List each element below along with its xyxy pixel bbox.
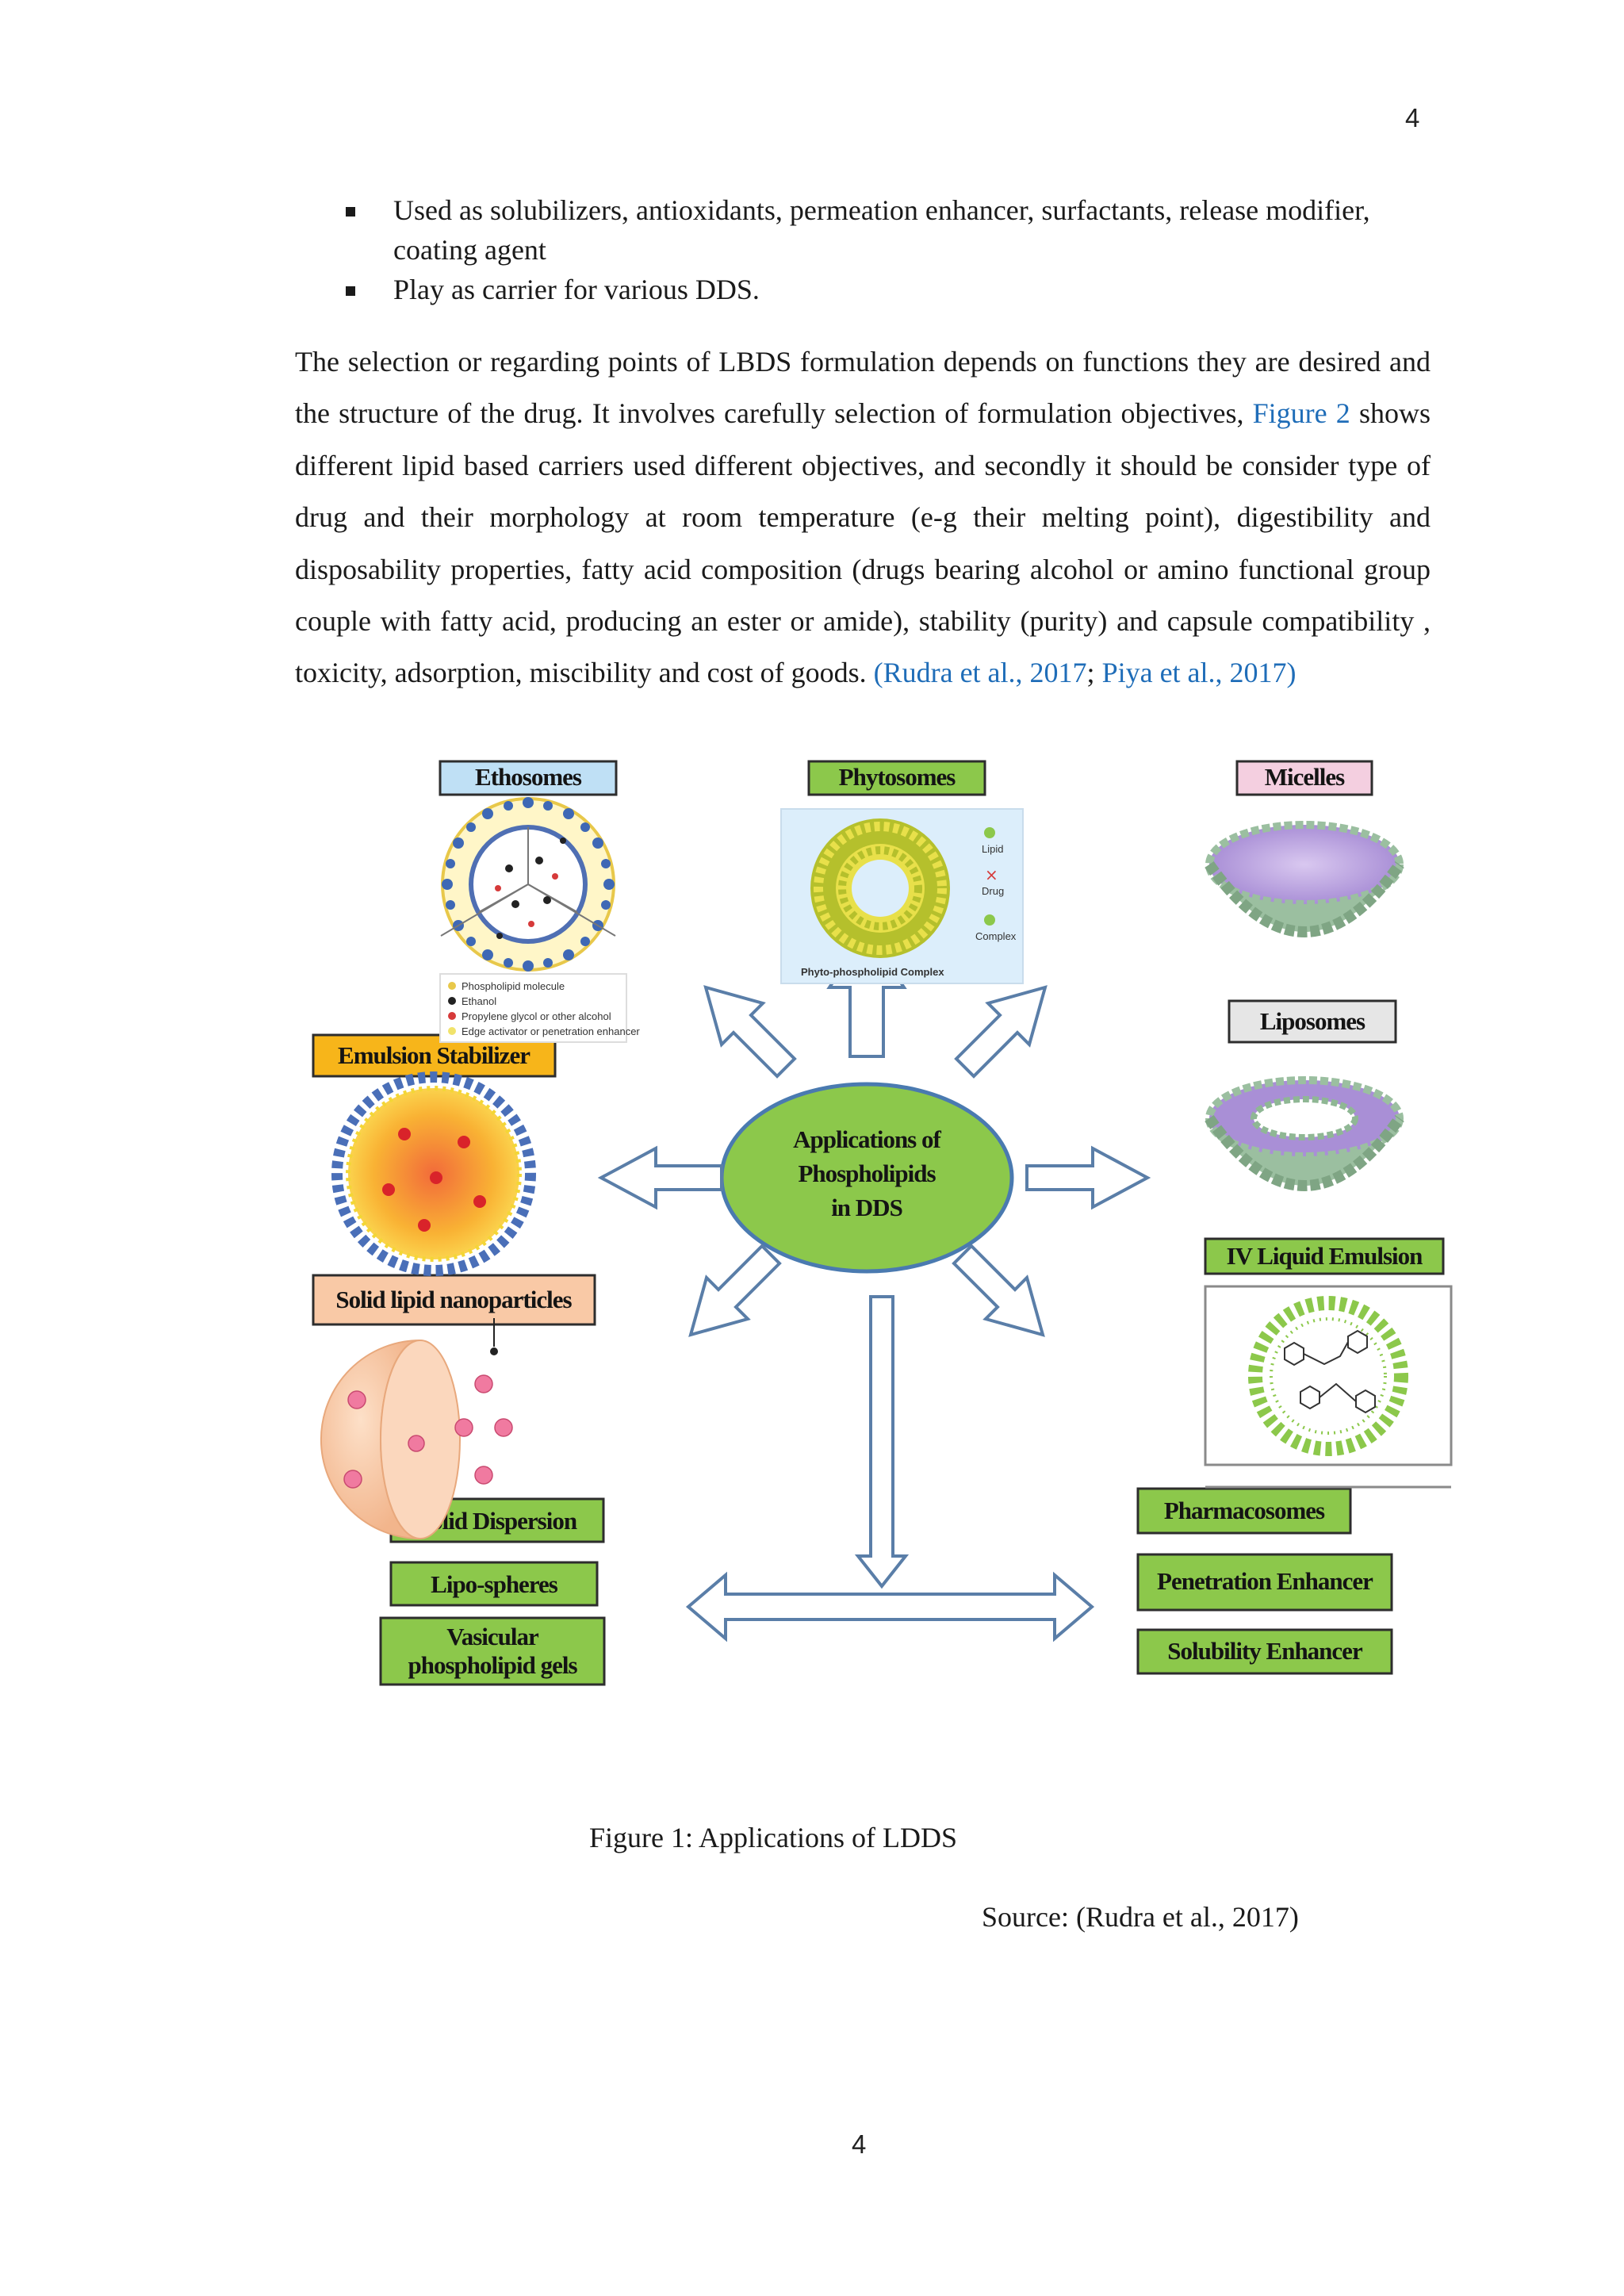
phytosome-illustration: Lipid × Drug Complex Phyto-phospholipid … xyxy=(780,808,1024,984)
svg-text:Solid lipid nanoparticles: Solid lipid nanoparticles xyxy=(335,1286,572,1313)
bullet-item: Play as carrier for various DDS. xyxy=(295,270,1431,309)
svg-text:Pharmacosomes: Pharmacosomes xyxy=(1164,1497,1325,1524)
label-solubility-enhancer: Solubility Enhancer xyxy=(1136,1628,1393,1675)
center-ellipse: Applications of Phospholipids in DDS xyxy=(719,1082,1014,1274)
bullet-list: Used as solubilizers, antioxidants, perm… xyxy=(295,190,1431,309)
label-phytosomes: Phytosomes xyxy=(807,760,986,796)
bullet-item: Used as solubilizers, antioxidants, perm… xyxy=(295,190,1431,270)
paragraph-text: The selection or regarding points of LBD… xyxy=(295,346,1431,430)
svg-text:Solubility Enhancer: Solubility Enhancer xyxy=(1167,1637,1363,1665)
citation-link[interactable]: (Rudra et al., 2017 xyxy=(873,657,1087,689)
label-lipo-spheres: Lipo-spheres xyxy=(389,1561,599,1607)
svg-text:Lipo-spheres: Lipo-spheres xyxy=(431,1570,558,1598)
micelle-illustration xyxy=(1205,821,1404,937)
label-iv-liquid-emulsion: IV Liquid Emulsion xyxy=(1204,1237,1445,1275)
arrow-down-left xyxy=(688,1244,782,1337)
citation-separator: ; xyxy=(1086,657,1102,689)
svg-text:Liposomes: Liposomes xyxy=(1260,1007,1365,1035)
page-number-top: 4 xyxy=(1405,103,1420,132)
label-penetration-enhancer: Penetration Enhancer xyxy=(1136,1553,1393,1612)
page-number-bottom: 4 xyxy=(852,2129,867,2159)
svg-text:Penetration Enhancer: Penetration Enhancer xyxy=(1157,1567,1373,1595)
svg-text:Applications of: Applications of xyxy=(793,1125,941,1153)
svg-text:Phospholipid molecule: Phospholipid molecule xyxy=(462,980,565,992)
svg-text:Ethanol: Ethanol xyxy=(462,995,496,1007)
square-bullet-icon xyxy=(346,286,355,296)
svg-text:Phyto-phospholipid Complex: Phyto-phospholipid Complex xyxy=(801,966,944,978)
solid-lipid-nanoparticle-illustration xyxy=(320,1318,513,1539)
label-pharmacosomes: Pharmacosomes xyxy=(1136,1487,1352,1535)
square-bullet-icon xyxy=(346,207,355,217)
citation-link[interactable]: Piya et al., 2017) xyxy=(1101,657,1297,689)
svg-text:Ethosomes: Ethosomes xyxy=(475,763,582,791)
arrow-left xyxy=(597,1145,723,1210)
svg-text:Phospholipids: Phospholipids xyxy=(798,1159,936,1187)
arrow-double-horizontal xyxy=(685,1571,1095,1642)
svg-text:Phytosomes: Phytosomes xyxy=(839,763,956,791)
svg-text:Micelles: Micelles xyxy=(1265,763,1345,791)
arrow-down xyxy=(854,1295,910,1589)
bullet-text: Play as carrier for various DDS. xyxy=(393,274,760,305)
emulsion-illustration xyxy=(331,1071,536,1276)
label-ethosomes: Ethosomes xyxy=(439,760,618,796)
arrow-down-right xyxy=(952,1244,1045,1337)
svg-text:Propylene glycol or other alco: Propylene glycol or other alcohol xyxy=(462,1010,611,1022)
figure-link[interactable]: Figure 2 xyxy=(1252,397,1350,430)
label-emulsion-stabilizer: Emulsion Stabilizer xyxy=(312,1033,557,1078)
arrow-up-right xyxy=(954,985,1048,1079)
ethosome-illustration: Phospholipid molecule Ethanol Propylene … xyxy=(439,797,640,1043)
arrow-up-left xyxy=(703,985,797,1079)
svg-text:phospholipid gels: phospholipid gels xyxy=(408,1651,577,1679)
iv-emulsion-illustration xyxy=(1204,1285,1453,1489)
svg-text:Vasicular: Vasicular xyxy=(446,1623,539,1650)
svg-text:in DDS: in DDS xyxy=(831,1194,902,1221)
svg-text:×: × xyxy=(985,865,998,884)
label-solid-lipid-nanoparticles: Solid lipid nanoparticles xyxy=(312,1274,596,1326)
label-vasicular-phospholipid-gels: Vasicular phospholipid gels xyxy=(379,1616,606,1686)
figure-applications-diagram: Ethosomes Phytosomes Micelles Liposomes … xyxy=(301,746,1467,1745)
label-micelles: Micelles xyxy=(1235,760,1373,796)
svg-text:IV Liquid Emulsion: IV Liquid Emulsion xyxy=(1227,1242,1423,1270)
svg-text:Edge activator or penetration: Edge activator or penetration enhancer xyxy=(462,1025,640,1037)
svg-text:Complex: Complex xyxy=(975,930,1017,942)
body-paragraph: The selection or regarding points of LBD… xyxy=(295,336,1431,700)
arrow-right xyxy=(1025,1145,1151,1210)
svg-text:Drug: Drug xyxy=(982,885,1004,897)
bullet-text: Used as solubilizers, antioxidants, perm… xyxy=(393,194,1370,266)
liposome-illustration xyxy=(1205,1076,1404,1191)
svg-text:Emulsion Stabilizer: Emulsion Stabilizer xyxy=(338,1041,530,1069)
svg-text:Lipid: Lipid xyxy=(982,843,1003,855)
figure-caption: Figure 1: Applications of LDDS xyxy=(589,1822,957,1853)
figure-source: Source: (Rudra et al., 2017) xyxy=(982,1901,1299,1933)
arrows xyxy=(597,929,1151,1642)
label-liposomes: Liposomes xyxy=(1228,999,1397,1044)
paragraph-text: shows different lipid based carriers use… xyxy=(295,397,1431,689)
